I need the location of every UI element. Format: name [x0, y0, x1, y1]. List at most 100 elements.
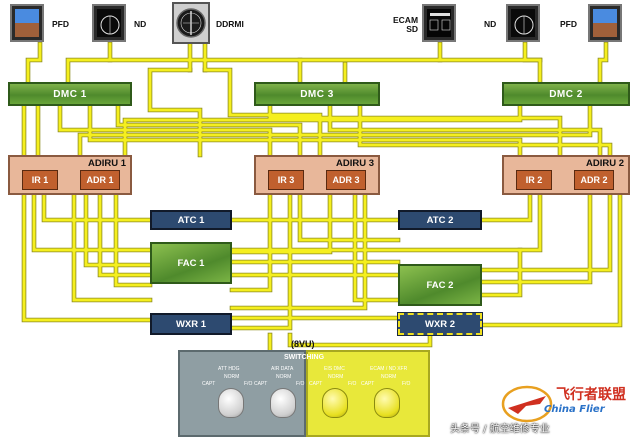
bus-line: [230, 193, 367, 310]
att-hdg-selector-knob[interactable]: [218, 388, 244, 418]
adr-1-label: ADR 1: [86, 175, 114, 185]
ir-1-label: IR 1: [31, 175, 49, 185]
dmc-2: DMC 2: [502, 82, 630, 106]
bus-line: [123, 104, 522, 157]
ecam-nd-xfr-label: ECAM / ND XFR: [370, 366, 408, 372]
air-data-capt: CAPT: [254, 381, 268, 387]
ecam-nd-selector-knob[interactable]: [374, 388, 400, 418]
dmc-3: DMC 3: [254, 82, 380, 106]
fac-1: FAC 1: [150, 242, 232, 284]
atc-2: ATC 2: [398, 210, 482, 230]
ecam-page-icon: [429, 13, 451, 31]
yellow-data-buses: [21, 41, 623, 353]
fac-2-label: FAC 2: [426, 279, 454, 291]
dmc-1: DMC 1: [8, 82, 132, 106]
bus-line: [288, 333, 432, 347]
bus-line: [230, 193, 332, 254]
wxr-2: WXR 2: [397, 312, 483, 336]
bus-line-outline: [479, 247, 523, 298]
ir-3-label: IR 3: [277, 175, 295, 185]
att-hdg-capt: CAPT: [202, 381, 216, 387]
pfd-left-screen: [15, 9, 39, 37]
bus-line-outline: [41, 192, 153, 223]
bus-line: [32, 193, 152, 252]
eis-dmc-label: EIS DMC: [324, 366, 345, 372]
eis-dmc-selector-knob[interactable]: [322, 388, 348, 418]
compass-rose-icon: [100, 15, 120, 35]
adr-3: ADR 3: [326, 170, 366, 190]
bus-line: [480, 193, 612, 272]
pfd-left-display: [10, 4, 44, 42]
bus-line: [42, 193, 152, 222]
eis-dmc-fo: F/O: [348, 381, 357, 387]
att-hdg-norm: NORM: [224, 374, 240, 380]
bus-line-outline: [65, 41, 113, 85]
bus-line: [480, 248, 522, 297]
bus-line-outline: [479, 192, 623, 328]
wxr-2-label: WXR 2: [424, 318, 456, 330]
bus-line-outline: [352, 192, 401, 303]
bus-line: [148, 68, 202, 157]
bus-line-outline: [113, 192, 153, 288]
bus-line: [353, 193, 400, 302]
att-hdg-fo: F/O: [244, 381, 253, 387]
bus-line: [230, 193, 292, 330]
china-flier-logo-icon: [501, 385, 553, 423]
bus-line: [58, 104, 272, 157]
watermark-brand-en: China Flier: [544, 404, 605, 415]
bus-line: [116, 104, 302, 157]
switching-panel: SWITCHING ATT HDG AIR DATA EIS DMC ECAM …: [178, 350, 430, 437]
atc-1: ATC 1: [150, 210, 232, 230]
bus-line-outline: [522, 41, 543, 85]
adiru-3: ADIRU 3 IR 3 ADR 3: [254, 155, 380, 195]
adr-2-label: ADR 2: [580, 175, 608, 185]
adiru-2-title: ADIRU 2: [585, 158, 624, 169]
bus-line-outline: [229, 192, 333, 255]
air-data-selector-knob[interactable]: [270, 388, 296, 418]
bus-line: [598, 42, 608, 84]
ddrmi-instrument: [172, 2, 210, 44]
bus-line: [298, 42, 442, 84]
bus-line: [480, 193, 532, 222]
atc-1-label: ATC 1: [177, 214, 205, 226]
ir-3: IR 3: [268, 170, 304, 190]
watermark-brand-cn: 飞行者联盟: [556, 387, 626, 403]
air-data-label: AIR DATA: [271, 366, 294, 372]
pfd-right-label: PFD: [560, 19, 577, 29]
adiru-3-title: ADIRU 3: [335, 158, 374, 169]
air-data-norm: NORM: [276, 374, 292, 380]
dmc-2-label: DMC 2: [549, 88, 583, 100]
bus-line: [22, 193, 152, 322]
adiru-2: ADIRU 2 IR 2 ADR 2: [502, 155, 630, 195]
ecam-sd-label: ECAM SD: [393, 15, 419, 34]
adiru-1-title: ADIRU 1: [87, 158, 126, 169]
bus-line: [298, 193, 400, 242]
pfd-right-display: [588, 4, 622, 42]
ecam-nd-norm: NORM: [381, 374, 397, 380]
fac-1-label: FAC 1: [177, 257, 205, 269]
nd-right-screen: [511, 9, 535, 37]
bus-line: [230, 193, 542, 252]
adr-3-label: ADR 3: [332, 175, 360, 185]
fac-2: FAC 2: [398, 264, 482, 306]
ecam-nd-fo: F/O: [402, 381, 411, 387]
eis-dmc-norm: NORM: [328, 374, 344, 380]
eis-dmc-capt: CAPT: [309, 381, 323, 387]
adr-2: ADR 2: [574, 170, 614, 190]
bus-line: [78, 104, 592, 157]
atc-2-label: ATC 2: [426, 214, 454, 226]
bus-line: [98, 193, 152, 277]
bus-line: [480, 193, 622, 327]
nd-left-label: ND: [134, 19, 147, 29]
ecam-nd-capt: CAPT: [361, 381, 375, 387]
nd-right-display: [506, 4, 540, 42]
ddrmi-label: DDRMI: [216, 19, 244, 29]
bus-line-outline: [297, 41, 443, 85]
bus-line: [328, 104, 602, 157]
bus-line: [114, 193, 152, 287]
ir-1: IR 1: [22, 170, 58, 190]
ecam-sd-screen: [427, 9, 451, 37]
nd-right-label: ND: [484, 19, 497, 29]
